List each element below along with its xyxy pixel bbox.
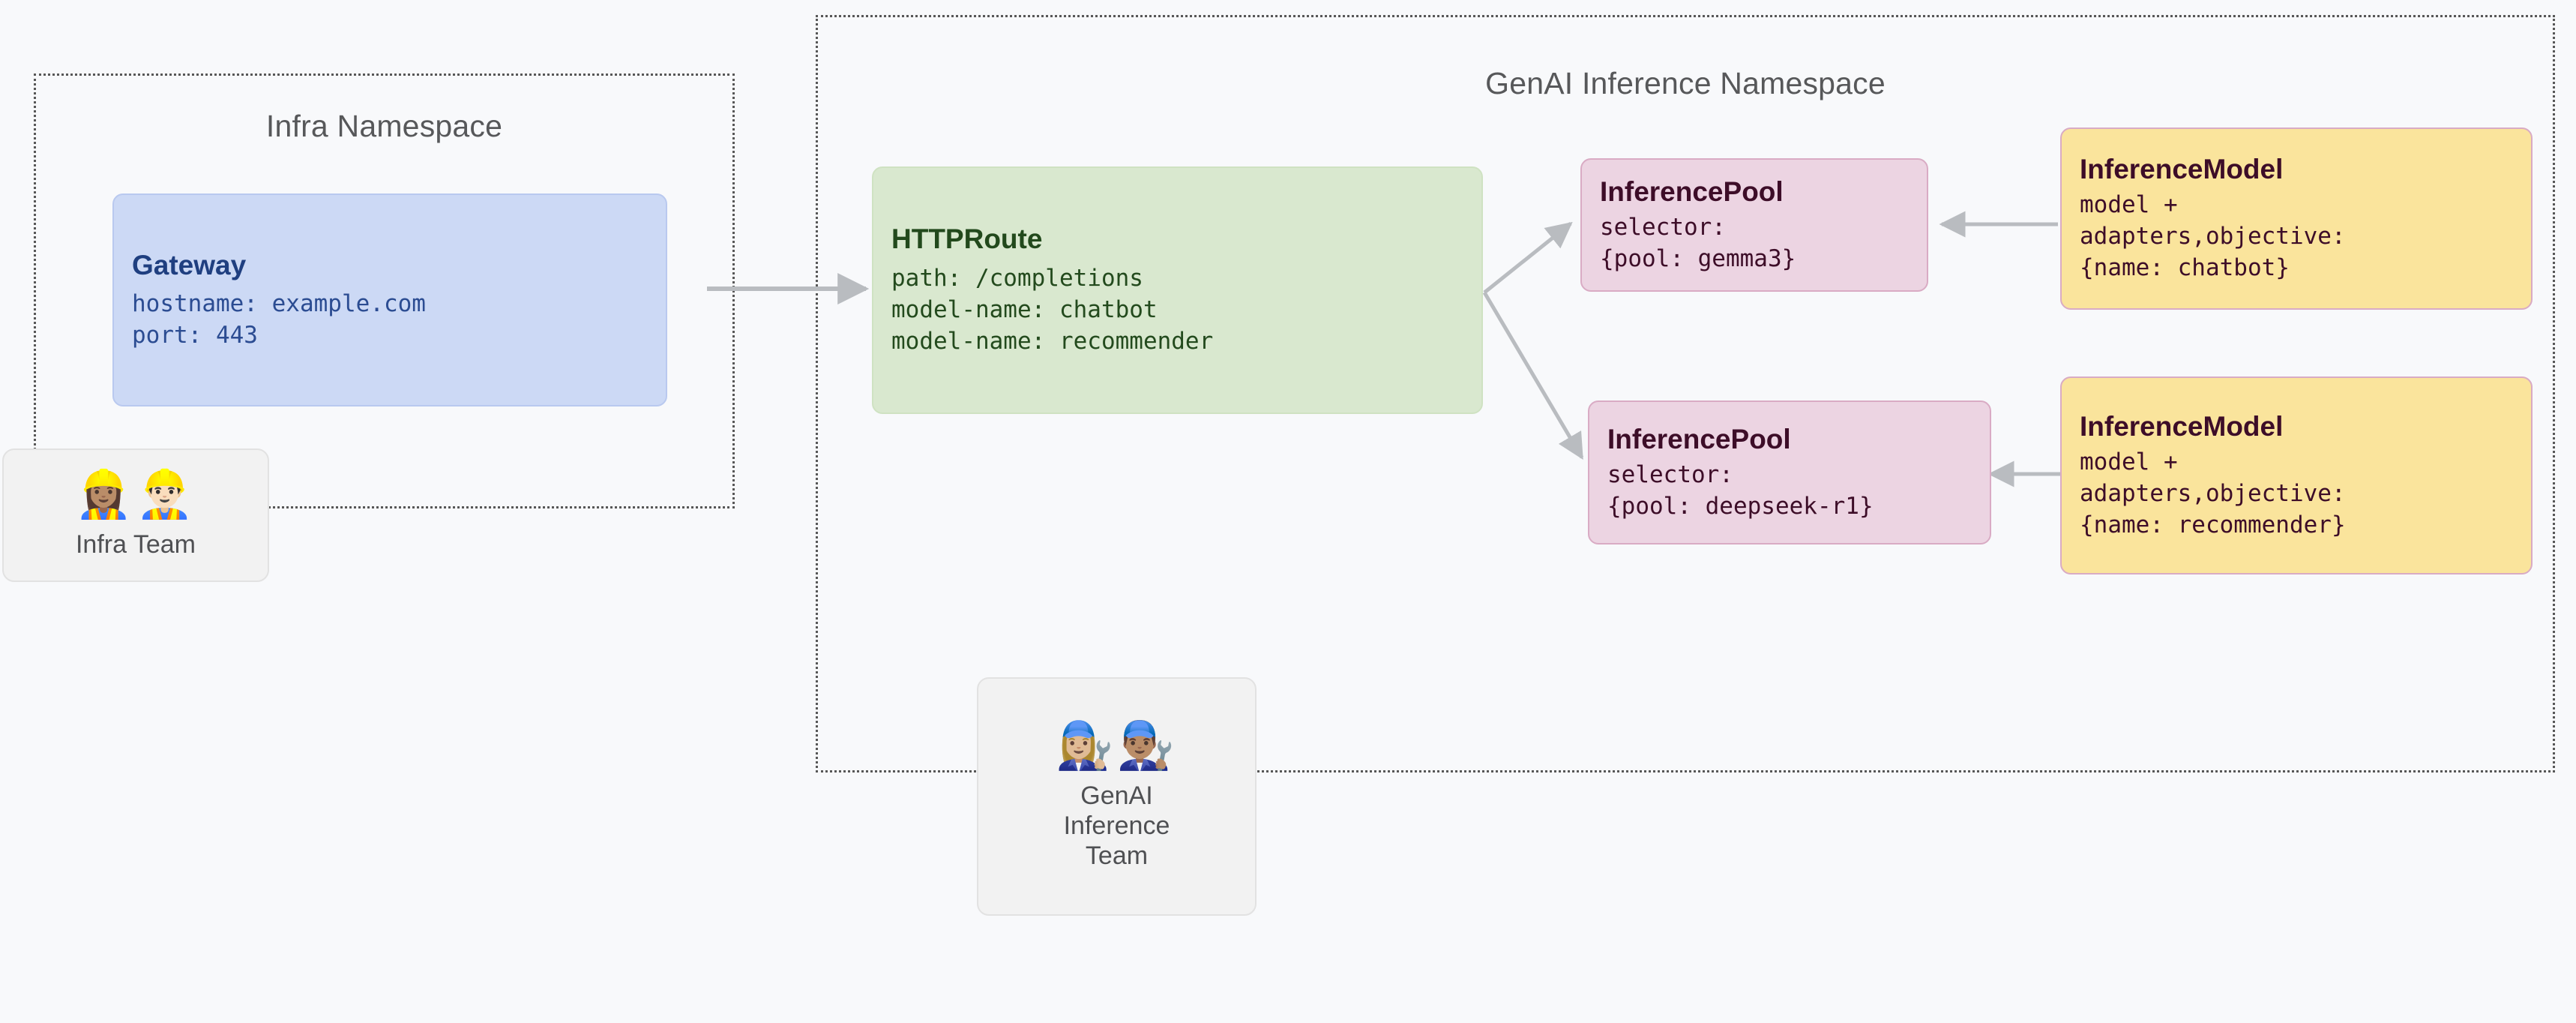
genai-team-label: GenAI Inference Team [1063, 781, 1170, 871]
httproute-line-model-name-chatbot: model-name: chatbot [891, 296, 1158, 324]
node-httproute[interactable]: HTTPRoute path: /completions model-name:… [872, 166, 1483, 414]
team-card-genai-inference[interactable]: 👩🏼‍🔧👨🏽‍🔧 GenAI Inference Team [977, 677, 1257, 916]
inferencemodel-recommender-title: InferenceModel [2080, 410, 2284, 442]
inferencemodel-recommender-line-adapters: adapters,objective: [2080, 479, 2346, 507]
inferencepool-gemma3-line-selector-value: {pool: gemma3} [1600, 244, 1796, 272]
httproute-title: HTTPRoute [891, 224, 1043, 255]
gateway-line-hostname: hostname: example.com [132, 290, 426, 318]
inferencemodel-chatbot-line-adapters: adapters,objective: [2080, 223, 2346, 250]
inferencepool-deepseek-title: InferencePool [1607, 424, 1791, 455]
node-gateway[interactable]: Gateway hostname: example.com port: 443 [112, 194, 667, 406]
infra-team-avatars-icon: 👷🏽‍♀️👷🏻‍♂️ [74, 466, 197, 521]
namespace-infra [34, 74, 735, 508]
infra-team-label: Infra Team [75, 530, 196, 559]
inferencepool-deepseek-line-selector-value: {pool: deepseek-r1} [1607, 492, 1874, 520]
inferencemodel-recommender-line-name: {name: recommender} [2080, 511, 2346, 538]
inferencemodel-chatbot-line-name: {name: chatbot} [2080, 254, 2290, 282]
inferencepool-deepseek-line-selector: selector: [1607, 460, 1733, 488]
inferencemodel-recommender-line-model: model + [2080, 448, 2178, 476]
team-card-infra[interactable]: 👷🏽‍♀️👷🏻‍♂️ Infra Team [2, 448, 269, 582]
namespace-genai [816, 15, 2555, 772]
gateway-title: Gateway [132, 249, 247, 280]
node-inferencemodel-recommender[interactable]: InferenceModel model + adapters,objectiv… [2060, 376, 2533, 574]
httproute-line-path: path: /completions [891, 265, 1143, 292]
inferencemodel-chatbot-line-model: model + [2080, 191, 2178, 219]
namespace-infra-title: Infra Namespace [265, 109, 503, 143]
node-inferencemodel-chatbot[interactable]: InferenceModel model + adapters,objectiv… [2060, 128, 2533, 310]
node-inferencepool-gemma3[interactable]: InferencePool selector: {pool: gemma3} [1580, 158, 1928, 292]
inferencemodel-chatbot-title: InferenceModel [2080, 154, 2284, 185]
inferencepool-gemma3-line-selector: selector: [1600, 213, 1726, 241]
namespace-genai-title: GenAI Inference Namespace [1485, 66, 1886, 100]
node-inferencepool-deepseek-r1[interactable]: InferencePool selector: {pool: deepseek-… [1588, 400, 1991, 544]
inferencepool-gemma3-title: InferencePool [1600, 176, 1784, 208]
gateway-line-port: port: 443 [132, 322, 258, 350]
genai-team-avatars-icon: 👩🏼‍🔧👨🏽‍🔧 [1056, 717, 1178, 772]
httproute-line-model-name-recommender: model-name: recommender [891, 328, 1214, 356]
